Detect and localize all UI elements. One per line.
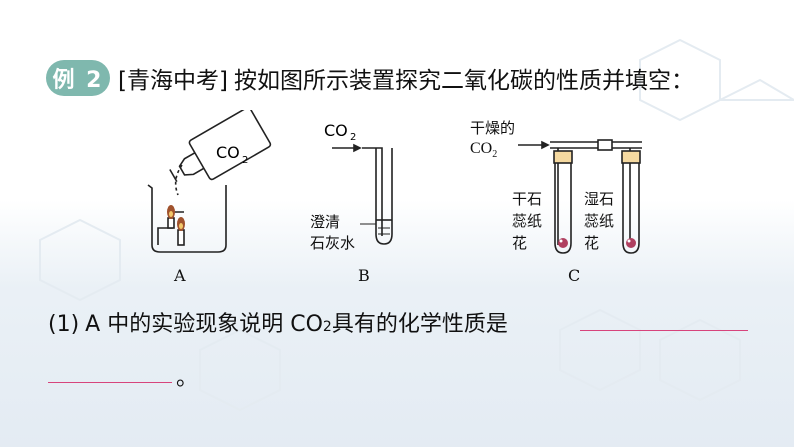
- c-right-label-3: 花: [584, 234, 600, 252]
- label-c: C: [568, 266, 581, 285]
- apparatus-b: CO 2: [324, 121, 393, 245]
- q1-number: (1): [48, 312, 80, 337]
- b-gas-label: CO: [324, 121, 348, 140]
- question-text: [青海中考] 按如图所示装置探究二氧化碳的性质并填空：: [118, 60, 694, 96]
- question-body: 按如图所示装置探究二氧化碳的性质并填空：: [233, 68, 694, 94]
- test-tube: [375, 148, 393, 245]
- left-test-tube: [554, 163, 572, 254]
- c-left-label-1: 干石: [512, 190, 543, 208]
- question-source: [青海中考]: [118, 68, 228, 94]
- label-b: B: [358, 266, 370, 285]
- c-left-label-3: 花: [512, 234, 528, 252]
- right-litmus-flower: [626, 238, 636, 248]
- bottle-label-sub: 2: [242, 155, 248, 166]
- q1-text-b: 具有的化学性质是: [331, 312, 508, 337]
- example-badge: 例 2: [46, 60, 110, 96]
- b-gas-label-sub: 2: [350, 132, 356, 143]
- left-litmus-flower: [558, 238, 568, 248]
- q1-text-a: A 中的实验现象说明 CO: [85, 312, 323, 337]
- answer-blank-2[interactable]: [48, 382, 172, 383]
- b-liquid-label-2: 石灰水: [310, 234, 356, 252]
- label-a: A: [174, 266, 186, 285]
- apparatus-c: [518, 139, 642, 254]
- b-liquid-label-1: 澄清: [310, 213, 341, 231]
- c-right-label-1: 湿石: [584, 190, 615, 208]
- answer-blank-1[interactable]: [580, 330, 748, 331]
- c-right-label-2: 蕊纸: [584, 212, 615, 230]
- q1-sub: 2: [322, 319, 332, 335]
- c-gas-label-2: CO2: [470, 140, 498, 161]
- q1-end: 。: [176, 366, 199, 391]
- right-test-tube: [622, 163, 640, 254]
- co2-bottle: [169, 110, 272, 183]
- apparatus-a: CO 2: [147, 110, 272, 253]
- c-left-label-2: 蕊纸: [512, 212, 543, 230]
- beaker: [147, 184, 227, 253]
- bottle-label: CO: [216, 143, 240, 162]
- background-band: [0, 200, 794, 447]
- c-gas-label-1: 干燥的: [470, 119, 516, 137]
